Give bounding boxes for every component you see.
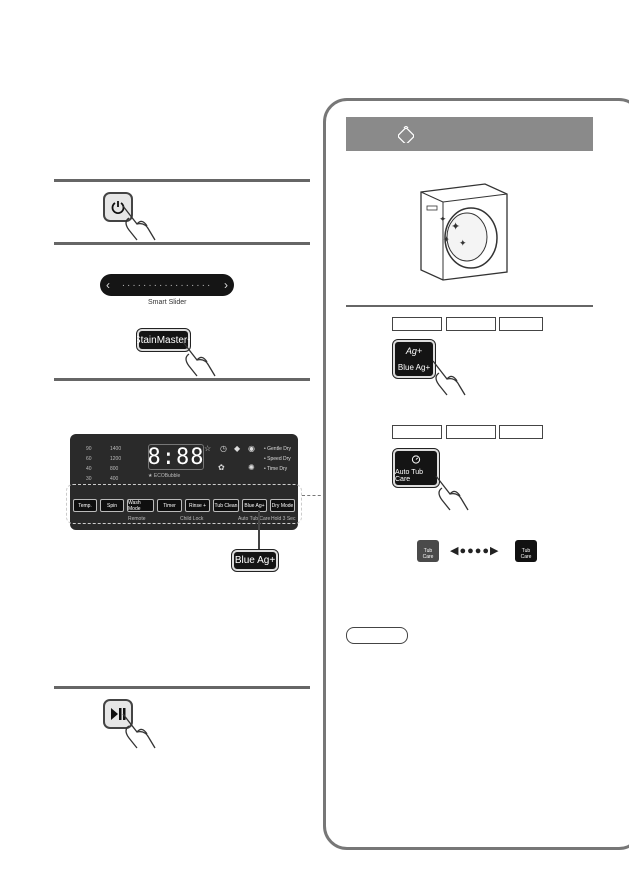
blue-ag-button[interactable]: Ag+ Blue Ag+ xyxy=(392,339,436,379)
drop-icon: ◉ xyxy=(248,444,255,453)
right-divider xyxy=(346,305,593,307)
temp-value: 30 xyxy=(86,476,92,482)
placeholder-box xyxy=(392,317,442,331)
spin-value: 1400 xyxy=(110,446,122,452)
care-label: Care xyxy=(422,554,434,560)
washing-machine-illustration: ✦ ✦ ✦ ✦ xyxy=(420,183,508,281)
svg-text:✦: ✦ xyxy=(439,215,447,225)
side-panel-frame xyxy=(323,98,629,850)
blue-ag-callout: Blue Ag+ xyxy=(231,549,279,572)
ag-icon: ✺ xyxy=(248,463,255,472)
spin-button[interactable]: Spin xyxy=(100,499,124,512)
stainmaster-button[interactable]: StainMaster+ xyxy=(134,328,193,352)
tub-care-icon xyxy=(398,125,414,143)
timer-button[interactable]: Timer xyxy=(157,499,182,512)
section-header-bar xyxy=(346,117,593,151)
spin-value: 800 xyxy=(110,466,119,472)
placeholder-box xyxy=(499,317,543,331)
power-icon xyxy=(111,201,125,214)
star-icon: ☆ xyxy=(204,444,212,453)
blue-ag-button-label: Blue Ag+ xyxy=(397,363,431,373)
play-pause-icon xyxy=(111,708,126,720)
step-divider-2 xyxy=(54,242,310,245)
svg-text:✦: ✦ xyxy=(443,235,450,244)
temp-value: 40 xyxy=(86,466,92,472)
ag-symbol: Ag+ xyxy=(405,345,423,356)
rinse-button[interactable]: Rinse + xyxy=(185,499,210,512)
control-panel: 90 60 40 30 1400 1200 800 400 8:88 ★ ECO… xyxy=(70,434,298,530)
svg-text:✦: ✦ xyxy=(459,239,467,249)
clock-icon: ◷ xyxy=(220,444,227,453)
tub-care-indicator-on: Tub Care xyxy=(515,540,537,562)
temp-button[interactable]: Temp. xyxy=(73,499,97,512)
dry-mode-button[interactable]: Dry Mode xyxy=(270,499,295,512)
blink-arrows: ◀●●●●▶ xyxy=(450,545,500,557)
lock-icon: ◆ xyxy=(234,444,241,453)
callout-leader xyxy=(302,495,326,496)
spin-value: 400 xyxy=(110,476,119,482)
tub-label: Tub xyxy=(521,548,531,554)
chevron-right-icon: › xyxy=(224,278,228,292)
smart-slider-caption: Smart Slider xyxy=(148,299,187,306)
note-label-box xyxy=(346,627,408,644)
eco-label: ★ ECOBubble xyxy=(148,473,181,479)
remote-label: Remote xyxy=(128,516,146,522)
tub-care-indicator-off: Tub Care xyxy=(417,540,439,562)
placeholder-box xyxy=(392,425,442,439)
dry-mode-option: • Speed Dry xyxy=(264,456,291,462)
slider-track: ················· xyxy=(121,279,213,291)
button-row-highlight xyxy=(66,484,302,524)
blue-ag-panel-button[interactable]: Blue Ag+ xyxy=(242,499,267,512)
step-divider-3 xyxy=(54,378,310,381)
hand-pointer-icon xyxy=(122,713,156,749)
auto-tub-care-label: Auto Tub Care xyxy=(238,516,271,522)
placeholder-box xyxy=(446,425,496,439)
auto-tub-care-button[interactable]: Auto Tub Care xyxy=(392,448,440,488)
care-label: Care xyxy=(520,554,532,560)
step-divider-1 xyxy=(54,179,310,182)
start-pause-button[interactable] xyxy=(103,699,133,729)
smart-slider[interactable]: ‹ ················· › xyxy=(100,274,234,296)
hold-label: Hold 3 Sec xyxy=(271,516,296,522)
dry-mode-option: • Time Dry xyxy=(264,466,288,472)
tub-care-icon xyxy=(411,455,421,464)
step-divider-4 xyxy=(54,686,310,689)
child-lock-label: Child Lock xyxy=(180,516,204,522)
spin-value: 1200 xyxy=(110,456,122,462)
chevron-left-icon: ‹ xyxy=(106,278,110,292)
auto-tub-care-label: Auto Tub Care xyxy=(395,468,424,483)
placeholder-box xyxy=(446,317,496,331)
temp-value: 90 xyxy=(86,446,92,452)
hand-pointer-icon xyxy=(182,341,216,377)
callout-line xyxy=(258,510,260,550)
time-display: 8:88 xyxy=(147,444,205,470)
fan-icon: ✿ xyxy=(218,463,225,472)
power-button[interactable] xyxy=(103,192,133,222)
hand-pointer-icon xyxy=(122,205,156,241)
svg-text:✦: ✦ xyxy=(451,220,460,233)
dry-mode-option: • Gentle Dry xyxy=(264,446,292,452)
hand-pointer-icon xyxy=(432,360,466,396)
temp-value: 60 xyxy=(86,456,92,462)
placeholder-box xyxy=(499,425,543,439)
hand-pointer-icon xyxy=(435,475,469,511)
tub-label: Tub xyxy=(423,548,433,554)
wash-mode-button[interactable]: Wash Mode xyxy=(127,499,154,512)
tub-clean-button[interactable]: Tub Clean xyxy=(213,499,239,512)
